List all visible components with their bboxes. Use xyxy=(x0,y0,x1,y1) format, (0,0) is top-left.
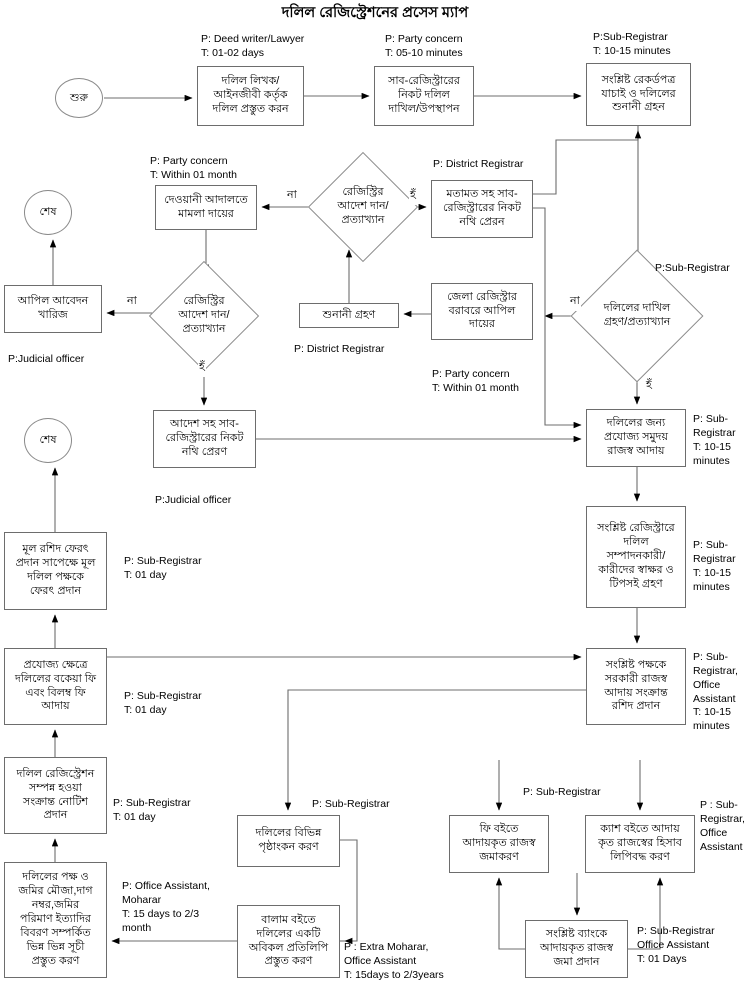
process-node-p13[interactable]: প্রযোজ্য ক্ষেত্রেদলিলের বকেয়া ফিএবং বিল… xyxy=(4,648,107,725)
page-title: দলিল রেজিস্ট্রেশনের প্রসেস ম্যাপ xyxy=(281,5,469,21)
annotation-a18: P: Sub-Registrar xyxy=(523,786,601,798)
terminator-node-start[interactable]: শুরু xyxy=(55,78,103,118)
edge-label-e5: না xyxy=(569,292,581,311)
annotation-a8: P: District Registrar xyxy=(294,343,385,355)
edge-label-e6: হঁ xyxy=(645,376,653,395)
edge-p16-p20 xyxy=(340,839,358,945)
annotation-a10: P:Judicial officer xyxy=(155,494,232,506)
edge-p21-p17 xyxy=(495,877,525,950)
annotation-a7: P:Judicial officer xyxy=(8,353,85,365)
process-node-p4[interactable]: দেওয়ানী আদালতেমামলা দায়ের xyxy=(155,185,257,230)
process-node-p7[interactable]: শুনানী গ্রহণ xyxy=(299,303,399,328)
annotation-a6: P:Sub-Registrar xyxy=(655,262,730,274)
edge-label-e1: না xyxy=(286,186,298,205)
annotation-a17: P: Sub-Registrar xyxy=(312,798,390,810)
edge-p5-p3 xyxy=(533,130,642,195)
edge-label-e2: হঁ xyxy=(409,186,417,205)
terminator-node-end2[interactable]: শেষ xyxy=(24,418,72,463)
process-node-p20[interactable]: বালাম বইতেদলিলের একটিঅবিকল প্রতিলিপিপ্রস… xyxy=(237,905,340,978)
terminator-node-end1[interactable]: শেষ xyxy=(24,190,72,235)
annotation-a5: P: District Registrar xyxy=(433,158,524,170)
edge-label-e3: না xyxy=(126,292,138,311)
edge-label-e4: হঁ xyxy=(198,358,206,377)
